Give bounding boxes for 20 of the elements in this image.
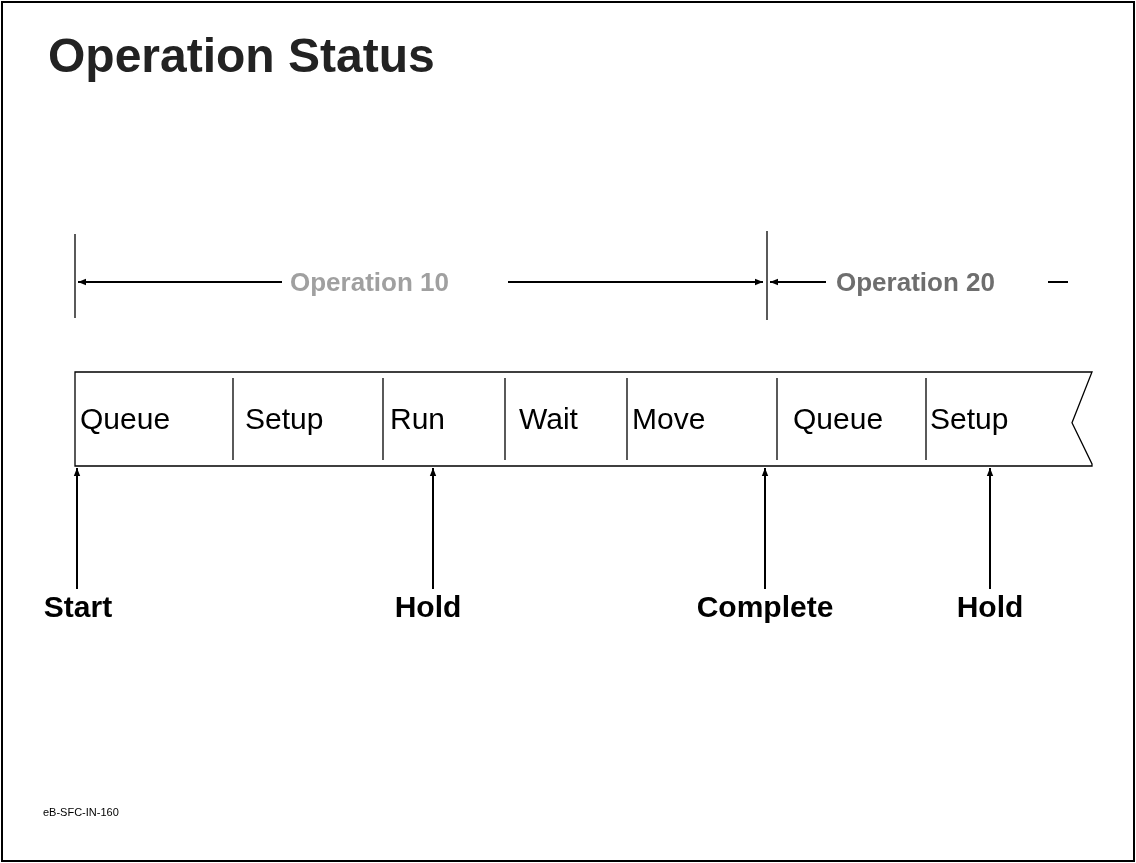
document-code: eB-SFC-IN-160 [43,807,119,818]
stage-label: Run [383,372,505,466]
status-label: Complete [680,592,850,626]
stage-label: Queue [777,372,926,466]
status-label: Hold [940,592,1040,626]
dimension-label: Operation 10 [290,269,449,295]
slide-title: Operation Status [48,30,435,83]
stage-label: Wait [505,372,627,466]
process-strip [75,372,1095,466]
stage-label: Setup [233,372,383,466]
arrow [429,467,437,590]
stage-label: Queue [75,372,233,466]
arrow [73,467,81,590]
stage-label: Setup [926,372,1040,466]
arrow [761,467,769,590]
status-label: Hold [378,592,478,626]
stage-label: Move [627,372,777,466]
arrow [986,467,994,590]
dimension-label: Operation 20 [836,269,995,295]
status-label: Start [28,592,128,626]
